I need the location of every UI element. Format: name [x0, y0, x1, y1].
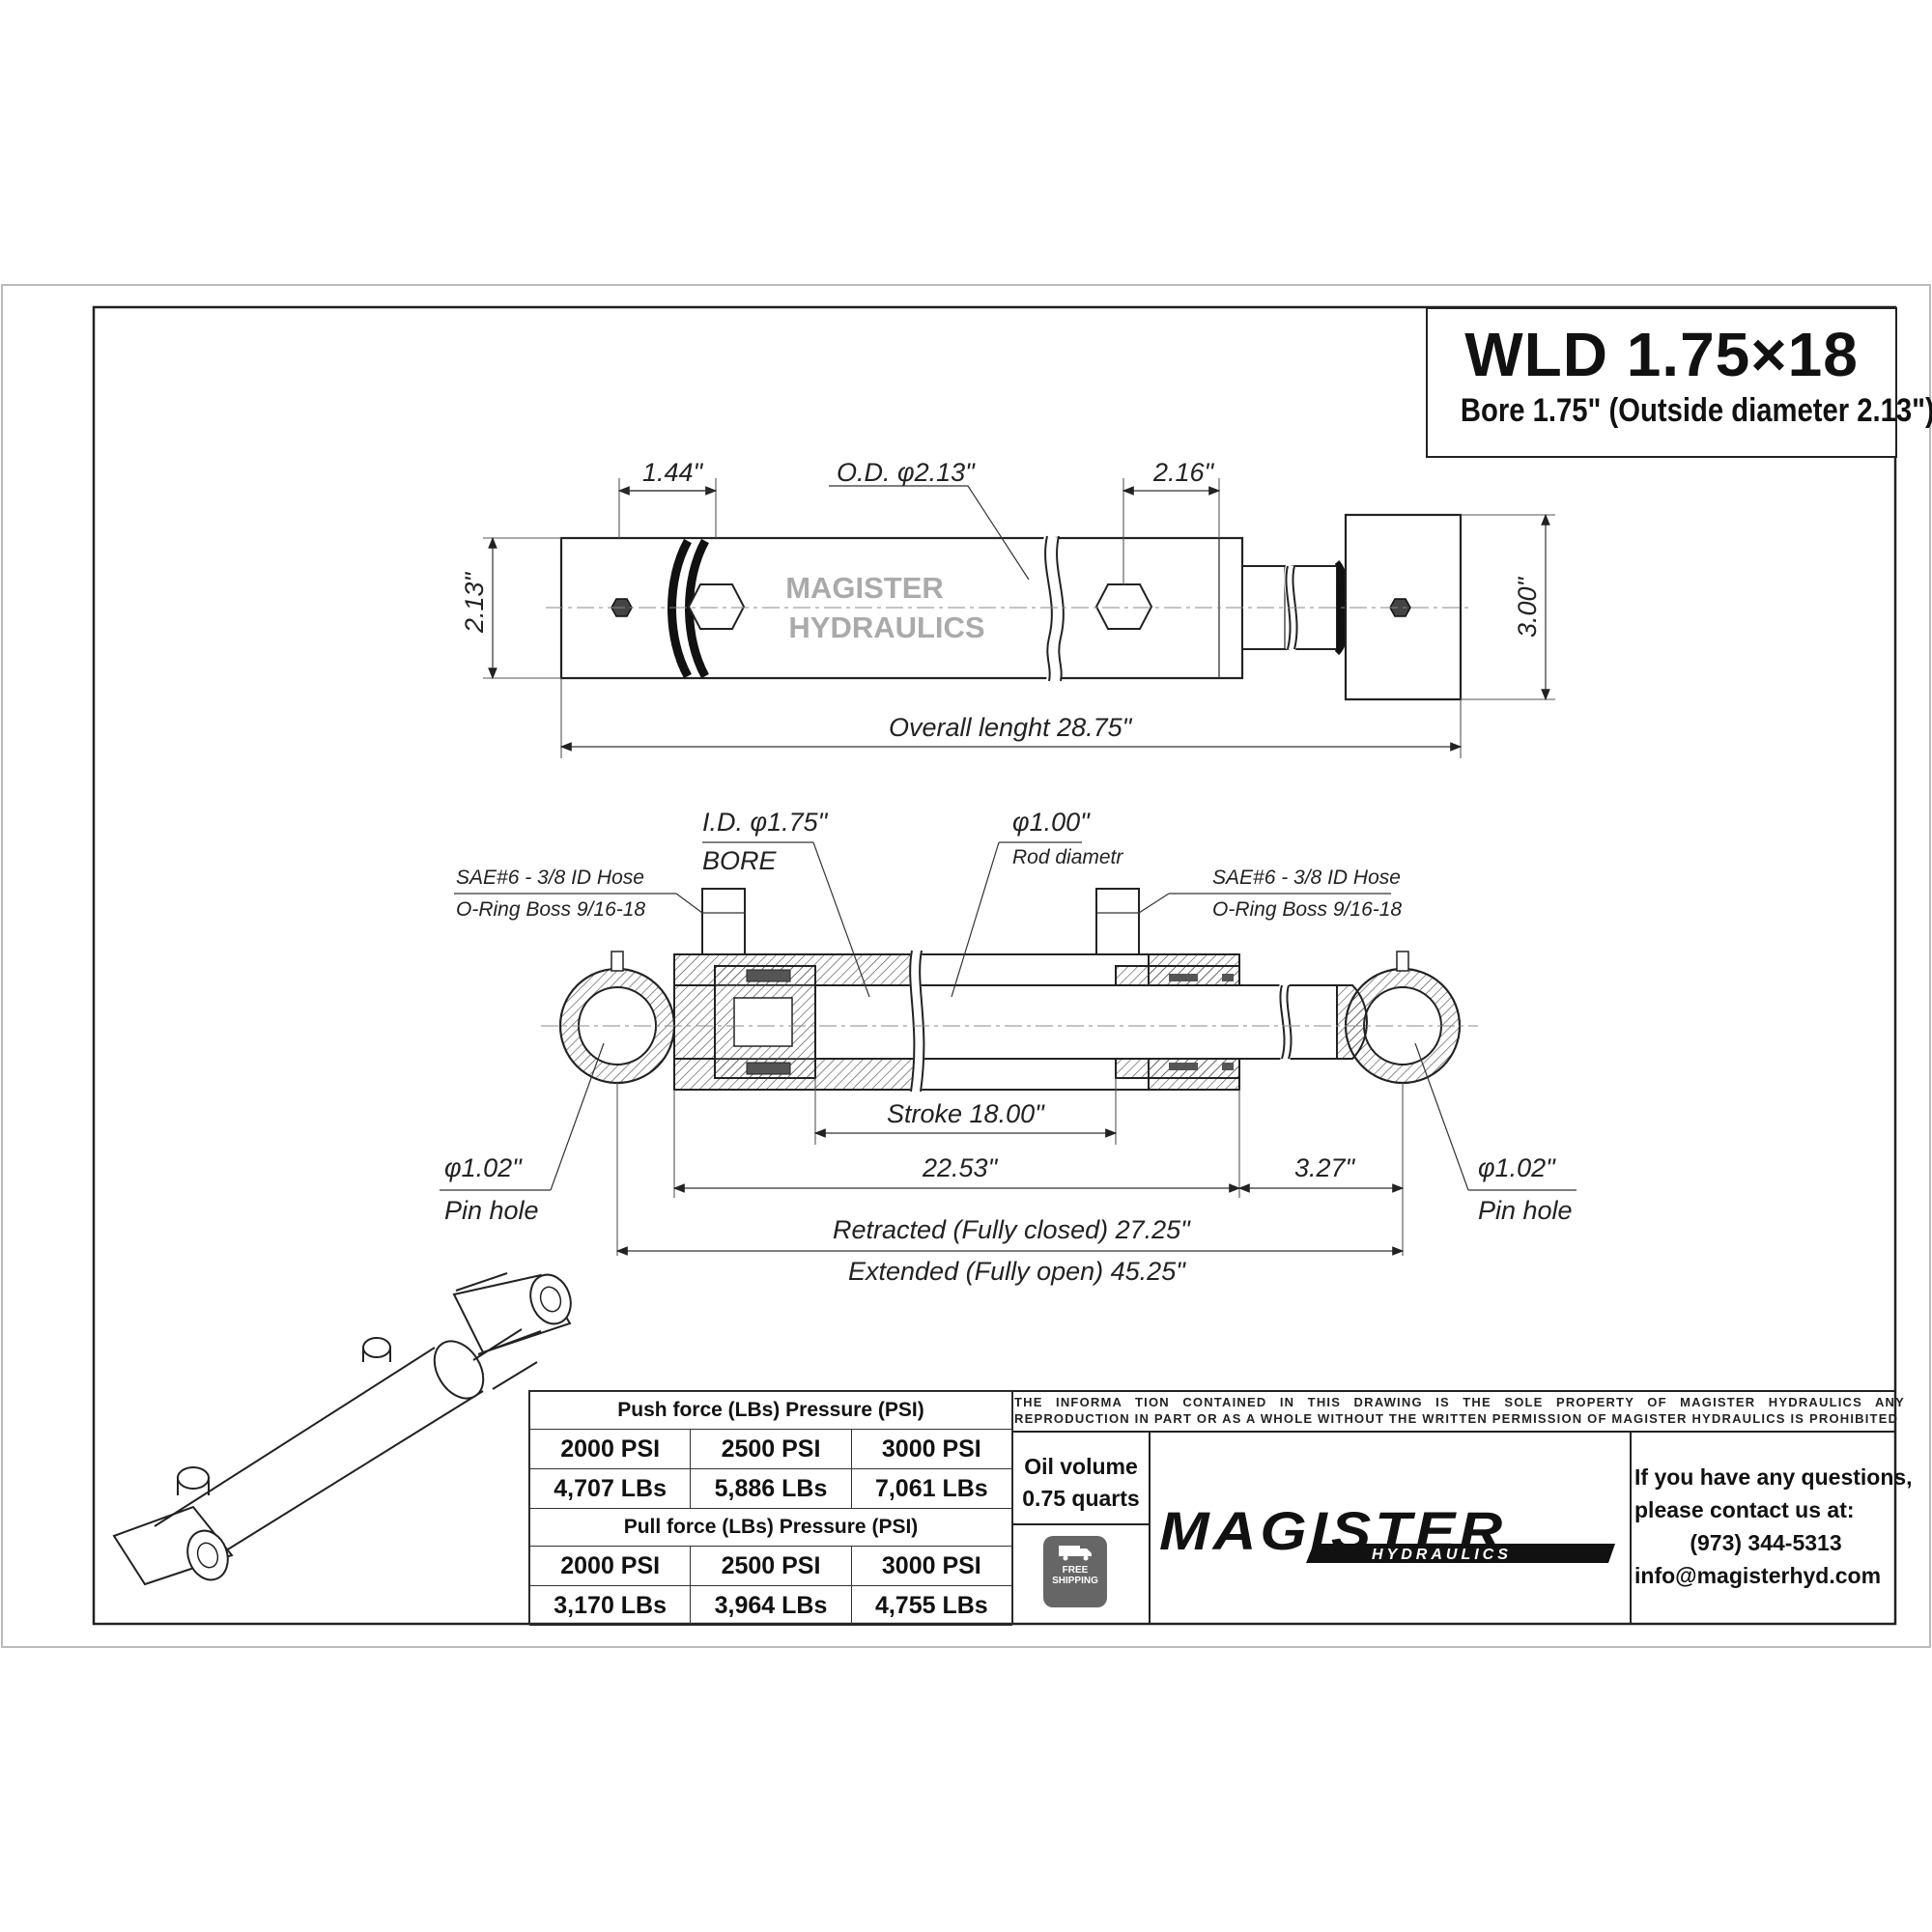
dim-2-13: 2.13" [460, 571, 489, 634]
pin-right-dia: φ1.02" [1478, 1153, 1556, 1182]
pull-pressure-2: 2500 PSI [690, 1546, 852, 1586]
port-left-line2: O-Ring Boss 9/16-18 [456, 898, 645, 921]
push-pressure-1: 2000 PSI [528, 1429, 692, 1469]
logo-sub: HYDRAULICS [1372, 1547, 1512, 1563]
free-shipping-badge: FREE SHIPPING [1043, 1536, 1107, 1607]
section-view: I.D. φ1.75" BORE φ1.00" Rod diametr SAE#… [440, 808, 1577, 1286]
rod-dia-label: Rod diametr [1012, 846, 1123, 868]
pull-value-3: 4,755 LBs [850, 1585, 1013, 1626]
contact-line-2: please contact us at: [1634, 1497, 1855, 1522]
push-value-3: 7,061 LBs [850, 1468, 1013, 1509]
oil-volume-label: Oil volume [1024, 1454, 1138, 1479]
bore-label: BORE [702, 846, 778, 875]
pull-pressure-3: 3000 PSI [850, 1546, 1013, 1586]
overall-length-label: Overall lenght 28.75" [889, 713, 1133, 742]
model-title: WLD 1.75×18 [1464, 320, 1859, 389]
port-right-line2: O-Ring Boss 9/16-18 [1212, 898, 1402, 921]
extended-length: Extended (Fully open) 45.25" [848, 1257, 1186, 1286]
truck-icon [1059, 1546, 1092, 1561]
oil-volume-value: 0.75 quarts [1022, 1486, 1140, 1511]
pin-left-dia: φ1.02" [444, 1153, 523, 1182]
dim-22-53: 22.53" [922, 1153, 999, 1182]
rod-dia-dim: φ1.00" [1012, 808, 1091, 837]
bore-subtitle: Bore 1.75" (Outside diameter 2.13") [1460, 392, 1932, 429]
property-notice: THE INFORMA TION CONTAINED IN THIS DRAWI… [1014, 1395, 1905, 1426]
force-table: Push force (LBs) Pressure (PSI) 2000 PSI… [528, 1391, 1013, 1626]
top-view: 1.44" O.D. φ2.13" 2.16" 2.13" 3.00" Over… [460, 458, 1555, 758]
magister-logo: MAGISTER HYDRAULICS [1159, 1502, 1615, 1563]
port-right-line1: SAE#6 - 3/8 ID Hose [1212, 867, 1401, 889]
dim-1-44: 1.44" [642, 458, 704, 487]
isometric-cylinder-sketch [112, 1272, 572, 1586]
stroke-dim: Stroke 18.00" [887, 1099, 1045, 1128]
oil-volume: Oil volume 0.75 quarts [1014, 1451, 1148, 1515]
dim-3-00: 3.00" [1513, 576, 1542, 638]
pull-pressure-1: 2000 PSI [528, 1546, 692, 1586]
push-value-2: 5,886 LBs [690, 1468, 852, 1509]
contact-line-1: If you have any questions, [1634, 1464, 1913, 1490]
retracted-length: Retracted (Fully closed) 27.25" [833, 1215, 1191, 1244]
pull-value-1: 3,170 LBs [528, 1585, 692, 1626]
outer-border [1, 284, 1931, 1648]
push-pressure-2: 2500 PSI [690, 1429, 852, 1469]
pull-value-2: 3,964 LBs [690, 1585, 852, 1626]
contact-info: If you have any questions, please contac… [1634, 1461, 1913, 1592]
pull-header: Pull force (LBs) Pressure (PSI) [529, 1508, 1012, 1547]
dim-3-27: 3.27" [1294, 1153, 1356, 1182]
port-left-line1: SAE#6 - 3/8 ID Hose [456, 867, 644, 889]
push-header: Push force (LBs) Pressure (PSI) [529, 1391, 1012, 1430]
push-pressure-3: 3000 PSI [850, 1429, 1013, 1469]
title-box: WLD 1.75×18 Bore 1.75" (Outside diameter… [1426, 307, 1932, 458]
pin-right-label: Pin hole [1478, 1196, 1573, 1225]
pin-left-label: Pin hole [444, 1196, 539, 1225]
dim-2-16: 2.16" [1152, 458, 1215, 487]
contact-phone: (973) 344-5313 [1690, 1530, 1842, 1555]
watermark-magister: MAGISTER [785, 571, 944, 605]
free-shipping-text: FREE SHIPPING [1052, 1565, 1098, 1586]
id-bore-dim: I.D. φ1.75" [702, 808, 829, 837]
push-value-1: 4,707 LBs [528, 1468, 692, 1509]
watermark-hydraulics: HYDRAULICS [788, 611, 984, 644]
contact-email[interactable]: info@magisterhyd.com [1634, 1563, 1882, 1588]
dim-od: O.D. φ2.13" [837, 458, 976, 487]
